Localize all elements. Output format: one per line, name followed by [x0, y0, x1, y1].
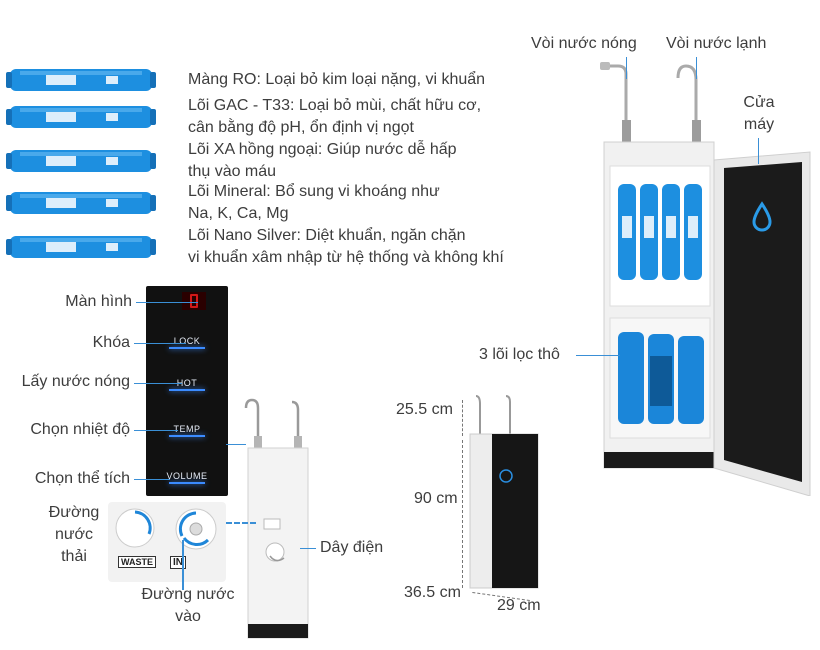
lock-button[interactable]: LOCK	[146, 336, 228, 349]
pointer-line	[626, 57, 627, 79]
temp-button[interactable]: TEMP	[146, 424, 228, 437]
pointer-line	[758, 138, 759, 164]
filter-desc-nano-silver: Lõi Nano Silver: Diệt khuẩn, ngăn chặn v…	[188, 227, 504, 266]
dimension-body-height: 90 cm	[414, 490, 458, 507]
screen-digit-icon	[190, 294, 198, 308]
pointer-line	[136, 302, 198, 303]
ports-closeup: WASTE IN	[108, 502, 226, 582]
mineral-cartridge-icon	[6, 192, 156, 214]
label-cold-tap: Vòi nước lạnh	[666, 35, 767, 52]
dimension-line	[462, 440, 464, 588]
label-lock: Khóa	[92, 334, 130, 351]
display-screen	[182, 292, 206, 310]
gac-cartridge-icon	[6, 106, 156, 128]
label-waste-water: Đường nước thải	[48, 504, 100, 565]
label-water-inlet: Đường nước vào	[141, 586, 235, 625]
pointer-line	[576, 355, 620, 356]
pointer-line	[300, 548, 316, 549]
filter-desc-ro: Màng RO: Loại bỏ kim loại nặng, vi khuẩn	[188, 71, 486, 88]
hot-button[interactable]: HOT	[146, 378, 228, 391]
label-volume: Chọn thể tích	[34, 470, 130, 487]
label-prefilters: 3 lõi lọc thô	[479, 346, 560, 363]
control-panel: LOCK HOT TEMP VOLUME	[146, 286, 228, 496]
label-temp: Chọn nhiệt độ	[30, 421, 130, 438]
dimension-top-height: 25.5 cm	[396, 401, 453, 418]
ro-membrane-cartridge-icon	[6, 69, 156, 91]
pointer-line	[182, 540, 184, 590]
label-door: Cửa máy	[743, 94, 775, 133]
filter-desc-xa: Lõi XA hồng ngoại: Giúp nước dễ hấp thụ …	[188, 141, 457, 180]
machine-open-view-image	[600, 62, 811, 496]
pointer-line	[696, 57, 697, 79]
dimension-line	[462, 400, 464, 436]
pointer-line	[134, 479, 170, 480]
dimension-width: 29 cm	[497, 597, 541, 614]
label-hot-tap: Vòi nước nóng	[531, 35, 637, 52]
filter-desc-gac: Lõi GAC - T33: Loại bỏ mùi, chất hữu cơ,…	[188, 97, 482, 136]
xa-infrared-cartridge-icon	[6, 150, 156, 172]
dimension-depth: 36.5 cm	[404, 584, 461, 601]
waste-port-icon	[115, 508, 155, 548]
pointer-line	[134, 430, 178, 431]
pointer-line	[226, 522, 256, 526]
pointer-line	[134, 343, 186, 344]
machine-side-view-image	[244, 398, 309, 639]
label-hot: Lấy nước nóng	[21, 373, 130, 390]
volume-button[interactable]: VOLUME	[146, 471, 228, 484]
label-power-cord: Dây điện	[320, 539, 384, 556]
label-screen: Màn hình	[65, 293, 132, 310]
pointer-line	[226, 444, 246, 445]
filter-desc-mineral: Lõi Mineral: Bổ sung vi khoáng như Na, K…	[188, 183, 440, 222]
pointer-line	[134, 383, 182, 384]
waste-tag: WASTE	[118, 556, 157, 568]
nano-silver-cartridge-icon	[6, 236, 156, 258]
inlet-port-icon	[175, 508, 217, 550]
machine-dimension-image	[469, 395, 539, 589]
